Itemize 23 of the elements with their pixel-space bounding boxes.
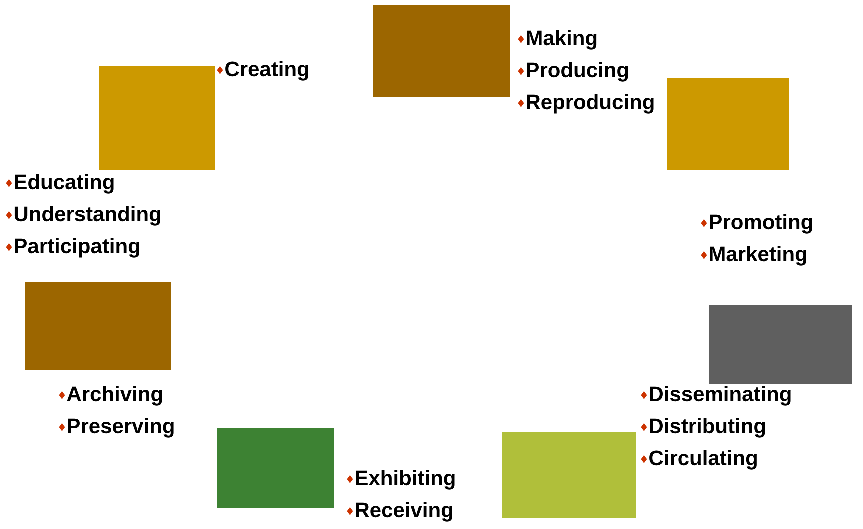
bullet-item: Educating <box>6 174 114 194</box>
bullet-item: Reproducing <box>518 94 654 114</box>
bullet-item: Participating <box>6 238 140 258</box>
colored-box <box>709 305 852 384</box>
bullet-item: Marketing <box>701 246 806 266</box>
bullet-item: Archiving <box>59 386 162 406</box>
bullet-item: Circulating <box>641 450 757 470</box>
bullet-item: Promoting <box>701 214 812 234</box>
bullet-item: Exhibiting <box>347 470 455 490</box>
colored-box <box>99 66 215 170</box>
bullet-item: Understanding <box>6 206 160 226</box>
bullet-item: Receiving <box>347 502 452 522</box>
colored-box <box>502 432 636 518</box>
bullet-item: Disseminating <box>641 386 791 406</box>
colored-box <box>373 5 510 97</box>
bullet-item: Preserving <box>59 418 174 438</box>
colored-box <box>217 428 334 508</box>
colored-box <box>25 282 171 370</box>
bullet-item: Making <box>518 30 597 50</box>
bullet-item: Distributing <box>641 418 766 438</box>
colored-box <box>667 78 789 170</box>
bullet-item: Creating <box>217 61 308 81</box>
bullet-item: Producing <box>518 62 628 82</box>
